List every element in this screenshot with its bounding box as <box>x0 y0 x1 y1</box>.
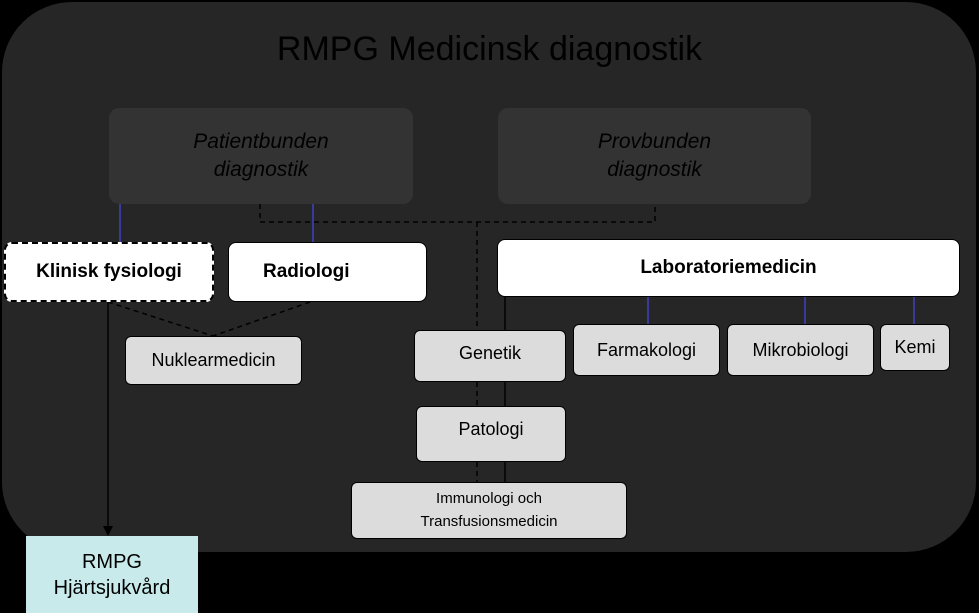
subunit-immunologi-label: Immunologi och Transfusionsmedicin <box>420 490 558 530</box>
unit-radiologi-label: Radiologi <box>263 261 350 282</box>
arrowhead-icon <box>103 526 113 536</box>
subunit-immunologi-transfusionsmedicin: Immunologi och Transfusionsmedicin <box>351 482 627 539</box>
connector-radiologi-nuklear <box>212 301 311 337</box>
subunit-genetik: Genetik <box>414 330 566 382</box>
unit-klinisk-fysiologi-label: Klinisk fysiologi <box>36 261 182 282</box>
subunit-nuklearmedicin-label: Nuklearmedicin <box>151 350 276 370</box>
subunit-farmakologi: Farmakologi <box>573 324 720 376</box>
unit-laboratoriemedicin: Laboratoriemedicin <box>497 239 960 297</box>
category-patientbunden: Patientbunden diagnostik <box>109 108 413 204</box>
subunit-farmakologi-label: Farmakologi <box>596 339 697 360</box>
subunit-patologi: Patologi <box>416 406 566 462</box>
external-rmpg-hjartsjukvard-label: RMPG Hjärtsjukvård <box>53 550 171 599</box>
category-patientbunden-label: Patientbunden diagnostik <box>193 129 329 181</box>
category-provbunden: Provbunden diagnostik <box>498 108 811 204</box>
subunit-kemi: Kemi <box>880 324 950 371</box>
subunit-nuklearmedicin: Nuklearmedicin <box>125 336 302 385</box>
connector-klinisk-nuklear <box>107 301 214 337</box>
connector-categories-bracket <box>259 204 656 223</box>
external-rmpg-hjartsjukvard: RMPG Hjärtsjukvård <box>26 536 198 613</box>
unit-radiologi: Radiologi <box>228 242 427 302</box>
subunit-patologi-label: Patologi <box>458 419 524 439</box>
category-provbunden-label: Provbunden diagnostik <box>597 129 712 181</box>
diagram-title: RMPG Medicinsk diagnostik <box>276 30 703 68</box>
subunit-mikrobiologi: Mikrobiologi <box>727 324 874 376</box>
unit-laboratoriemedicin-label: Laboratoriemedicin <box>640 257 817 278</box>
subunit-mikrobiologi-label: Mikrobiologi <box>752 339 849 360</box>
subunit-kemi-label: Kemi <box>894 337 936 357</box>
subunit-genetik-label: Genetik <box>458 343 522 363</box>
unit-klinisk-fysiologi: Klinisk fysiologi <box>4 242 214 302</box>
